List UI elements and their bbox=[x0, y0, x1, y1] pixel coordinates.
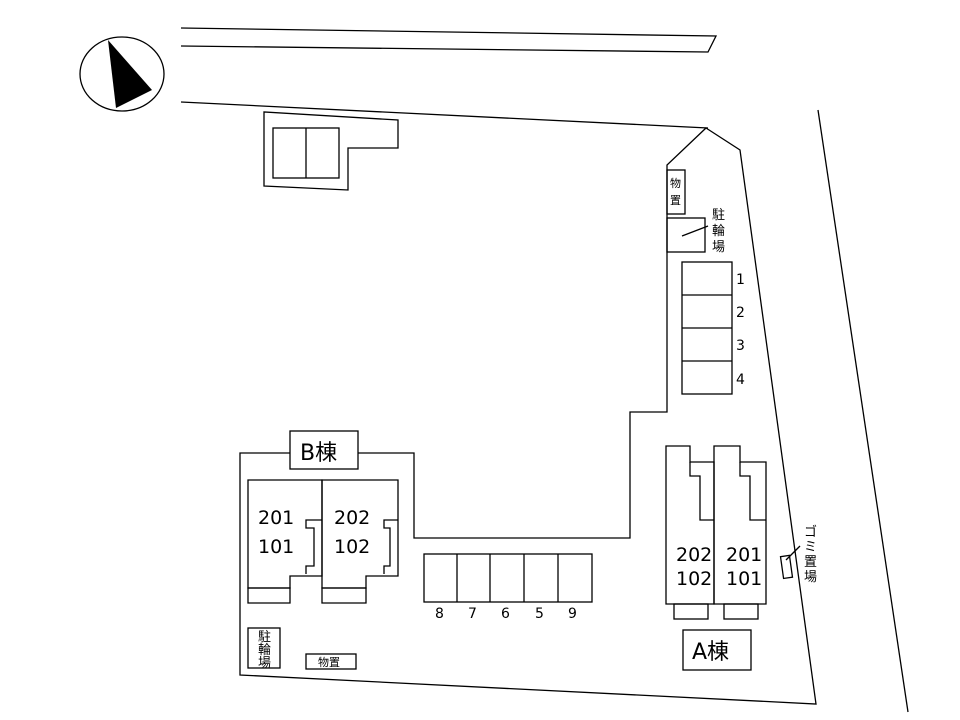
parking-space-label: 6 bbox=[501, 606, 510, 622]
bike-parking-top-char-2: 輪 bbox=[712, 223, 725, 239]
building-a: 202 102 201 101 A棟 bbox=[665, 445, 767, 671]
bike-parking-bottom: 駐 輪 場 bbox=[247, 627, 281, 671]
building-b: B棟 201 101 202 102 bbox=[247, 430, 399, 604]
parking-space-label: 1 bbox=[736, 272, 745, 288]
garbage-char-1: ゴ bbox=[804, 524, 817, 540]
b-unit-102: 102 bbox=[334, 536, 370, 558]
a-unit-201: 201 bbox=[726, 544, 762, 566]
bike-parking-top: 駐 輪 場 bbox=[666, 208, 725, 255]
building-a-label: A棟 bbox=[692, 640, 729, 665]
bike-parking-top-char-1: 駐 bbox=[712, 208, 725, 223]
road-east bbox=[817, 109, 909, 713]
building-b-label-box bbox=[289, 430, 359, 470]
b-unit-201: 201 bbox=[258, 507, 294, 529]
garbage-char-2: ミ bbox=[804, 540, 817, 555]
bike-parking-bottom-char-2: 輪 bbox=[258, 642, 271, 658]
garbage-char-3: 置 bbox=[804, 555, 817, 570]
a-unit-202: 202 bbox=[676, 544, 712, 566]
garbage-char-4: 場 bbox=[804, 570, 817, 585]
parking-space-label: 2 bbox=[736, 305, 745, 321]
parking-space-label: 9 bbox=[568, 606, 577, 622]
parking-space-label: 7 bbox=[468, 606, 477, 622]
parking-space-label: 4 bbox=[736, 372, 745, 388]
b-unit-202: 202 bbox=[334, 507, 370, 529]
parking-space-label: 8 bbox=[435, 606, 444, 622]
parking-space-label: 3 bbox=[736, 338, 745, 354]
north-arrow-icon bbox=[79, 36, 165, 112]
b-unit-101: 101 bbox=[258, 536, 294, 558]
a-unit-102: 102 bbox=[676, 568, 712, 590]
bike-parking-top-char-3: 場 bbox=[712, 240, 725, 255]
building-a-label-box bbox=[682, 629, 752, 671]
storage-top-label-2: 置 bbox=[670, 194, 681, 207]
bike-parking-bottom-char-1: 駐 bbox=[258, 630, 271, 645]
a-unit-101: 101 bbox=[726, 568, 762, 590]
garbage-area: ゴ ミ 置 場 bbox=[779, 524, 817, 585]
parking-east: 1 2 3 4 bbox=[681, 261, 745, 395]
site-boundary bbox=[239, 127, 817, 705]
northwest-carport bbox=[263, 111, 399, 191]
parking-space-label: 5 bbox=[535, 606, 544, 622]
parking-south: 8 7 6 5 9 bbox=[423, 553, 593, 622]
storage-bottom-label: 物置 bbox=[318, 655, 340, 669]
storage-top-label-1: 物 bbox=[670, 176, 681, 190]
bike-parking-bottom-char-3: 場 bbox=[258, 656, 271, 671]
storage-top: 物 置 bbox=[666, 169, 686, 215]
building-b-label: B棟 bbox=[300, 441, 337, 466]
road-north bbox=[180, 27, 718, 129]
storage-bottom: 物置 bbox=[305, 653, 357, 670]
